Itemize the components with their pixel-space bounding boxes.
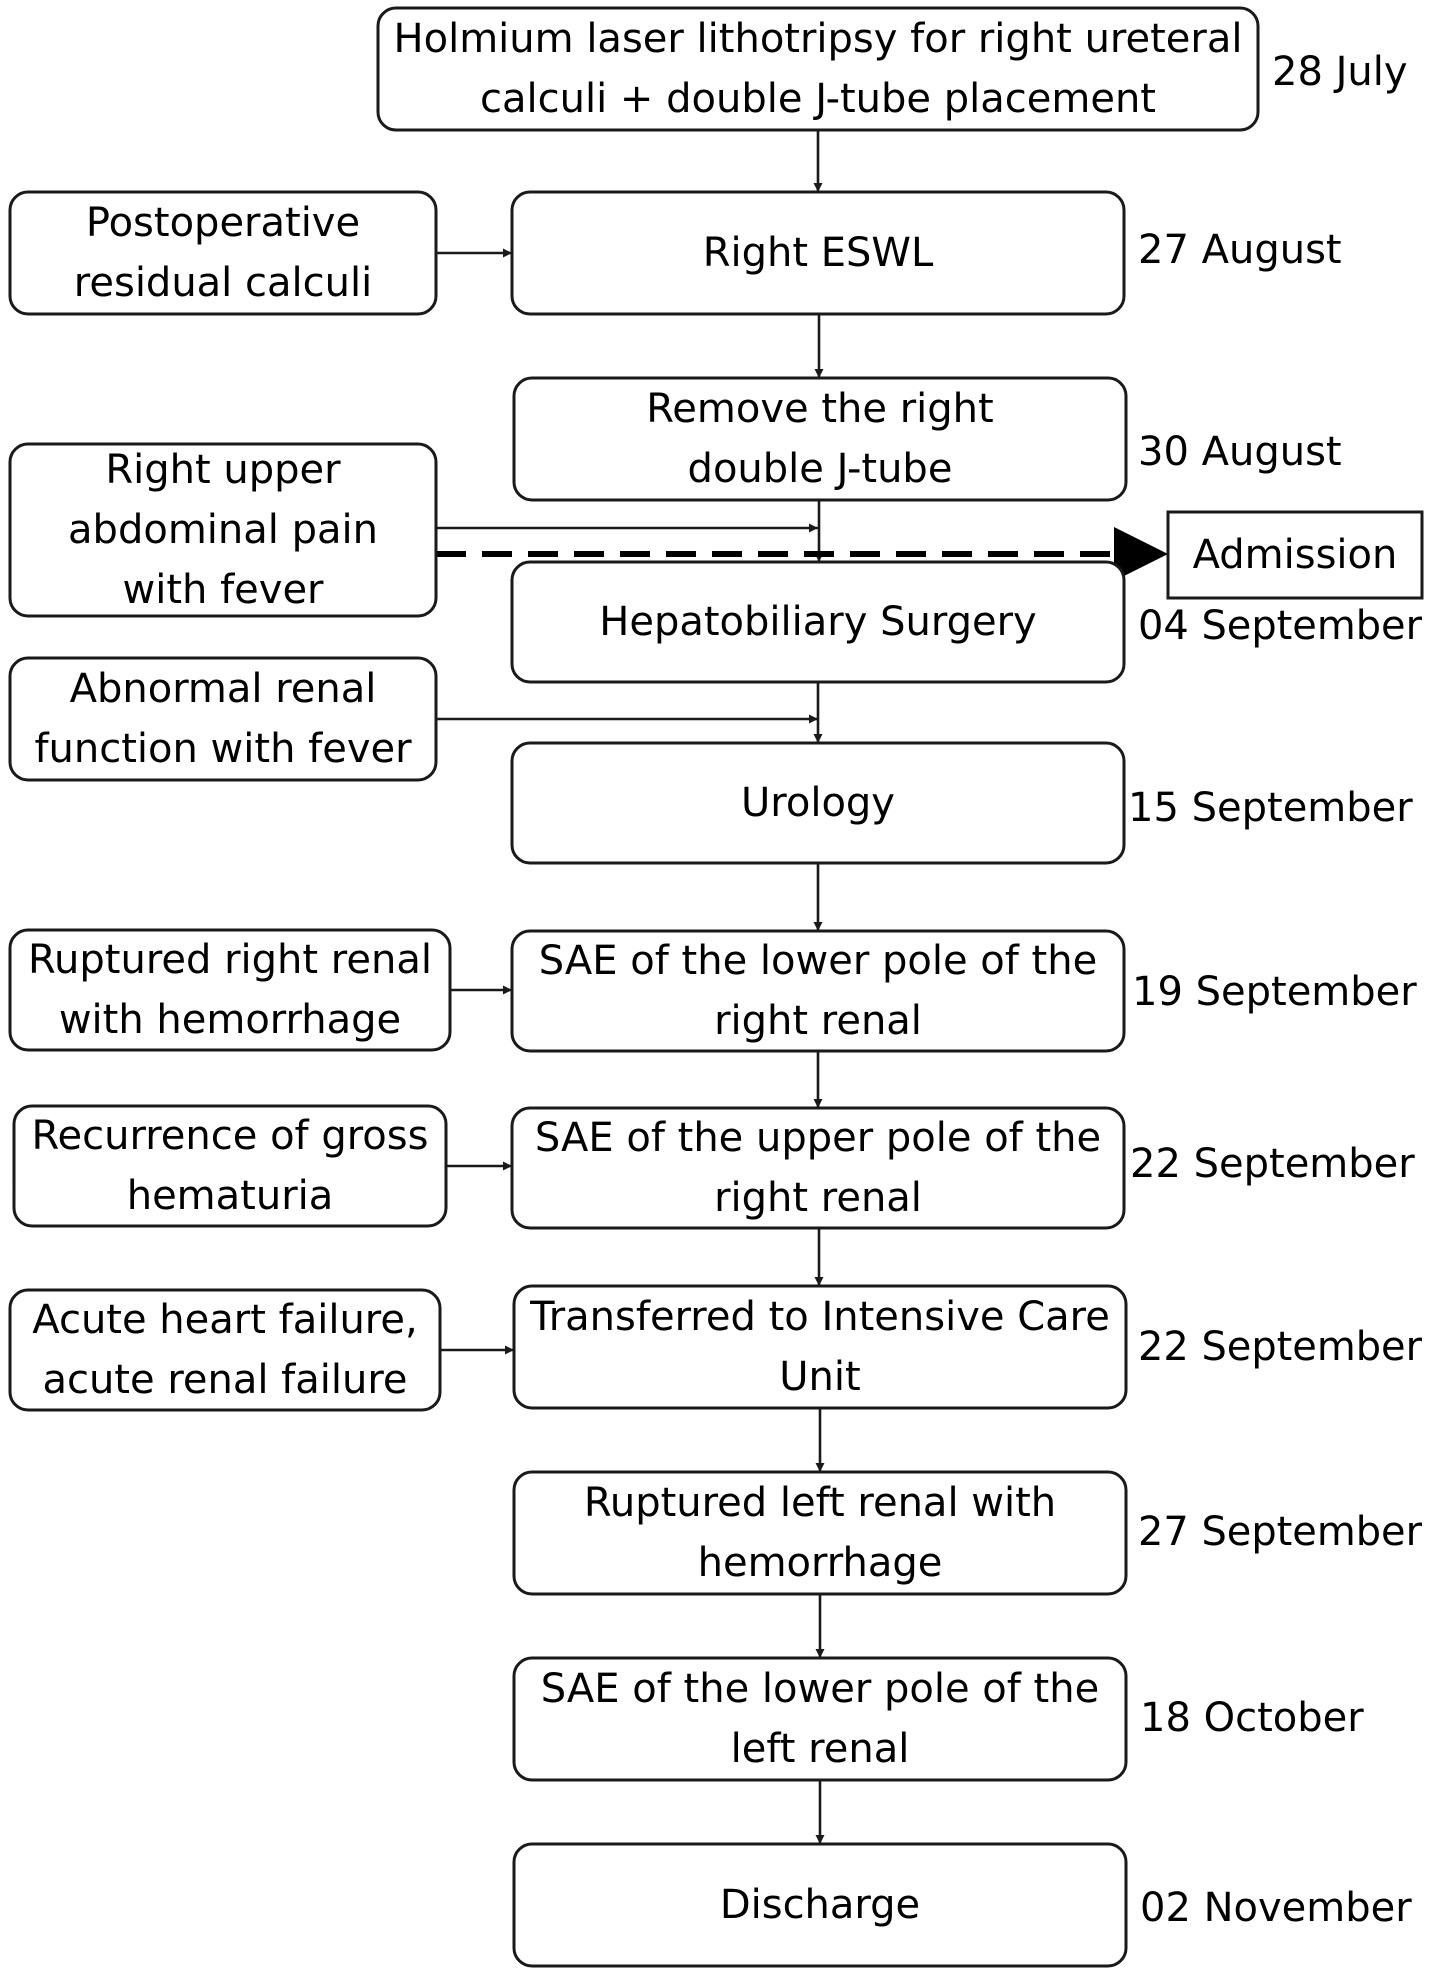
step-3-box: Remove the right double J-tube — [512, 376, 1128, 502]
step-3-box-line-2: double J-tube — [688, 446, 953, 492]
step-1-box-line-1: Holmium laser lithotripsy for right uret… — [394, 16, 1243, 62]
step-4-box-frame — [510, 560, 1126, 684]
step-11-box-frame — [512, 1842, 1128, 1968]
side-event-6-box-line-2: acute renal failure — [42, 1357, 407, 1403]
step-5-box: Urology — [510, 741, 1126, 865]
step-5-box-frame — [510, 741, 1126, 865]
step-4-box-line-1: Hepatobiliary Surgery — [599, 599, 1036, 645]
side-event-2-box-frame — [8, 442, 438, 618]
step-8-date: 22 September — [1138, 1324, 1423, 1370]
side-event-3-box-line-1: Abnormal renal — [70, 666, 377, 712]
step-6-box-line-1: SAE of the lower pole of the — [539, 938, 1097, 984]
side-event-3-box-line-2: function with fever — [34, 726, 412, 772]
step-7-box-line-2: right renal — [714, 1175, 922, 1221]
side-event-2-box: Right upper abdominal pain with fever — [8, 442, 438, 618]
step-6-box-line-2: right renal — [714, 998, 922, 1044]
side-event-4-box-line-2: with hemorrhage — [59, 997, 401, 1043]
step-10-box: SAE of the lower pole of the left renal — [512, 1656, 1128, 1782]
side-event-4-box: Ruptured right renal with hemorrhage — [8, 928, 452, 1052]
step-11-box: Discharge — [512, 1842, 1128, 1968]
step-9-box-frame — [512, 1470, 1128, 1596]
side-event-5-box-line-1: Recurrence of gross — [32, 1113, 429, 1159]
step-7-box: SAE of the upper pole of the right renal — [510, 1106, 1126, 1230]
side-event-2-box-line-2: abdominal pain — [68, 507, 378, 553]
step-9-box: Ruptured left renal with hemorrhage — [512, 1470, 1128, 1596]
side-event-6-box: Acute heart failure, acute renal failure — [8, 1288, 442, 1412]
step-1-box: Holmium laser lithotripsy for right uret… — [376, 6, 1260, 132]
step-8-box-line-1: Transferred to Intensive Care — [529, 1294, 1110, 1340]
step-9-date: 27 September — [1138, 1509, 1423, 1555]
flow-boxes: Holmium laser lithotripsy for right uret… — [8, 6, 1424, 1968]
side-event-1-box: Postoperative residual calculi — [8, 190, 438, 316]
step-6-date: 19 September — [1132, 969, 1417, 1015]
step-9-box-line-1: Ruptured left renal with — [584, 1480, 1056, 1526]
step-1-box-frame — [376, 6, 1260, 132]
admission-frame — [1166, 510, 1424, 600]
side-event-5-box: Recurrence of gross hematuria — [12, 1104, 448, 1228]
admission-label: Admission — [1193, 532, 1398, 578]
side-event-4-box-frame — [8, 928, 452, 1052]
step-5-box-line-1: Urology — [741, 780, 895, 826]
step-8-box-frame — [512, 1284, 1128, 1410]
step-6-box: SAE of the lower pole of the right renal — [510, 929, 1126, 1053]
step-6-box-frame — [510, 929, 1126, 1053]
side-event-5-box-line-2: hematuria — [127, 1173, 334, 1219]
step-10-box-line-1: SAE of the lower pole of the — [541, 1666, 1099, 1712]
step-3-box-line-1: Remove the right — [646, 386, 993, 432]
step-4-date: 04 September — [1138, 603, 1423, 649]
side-event-4-box-line-1: Ruptured right renal — [28, 937, 432, 983]
step-7-date: 22 September — [1130, 1141, 1415, 1187]
step-3-date: 30 August — [1138, 429, 1342, 475]
side-event-2-box-line-3: with fever — [123, 567, 325, 613]
step-3-box-frame — [512, 376, 1128, 502]
step-1-box-line-2: calculi + double J-tube placement — [480, 76, 1156, 122]
step-11-box-line-1: Discharge — [720, 1882, 920, 1928]
side-event-3-box: Abnormal renal function with fever — [8, 656, 438, 782]
side-event-5-box-frame — [12, 1104, 448, 1228]
step-1-date: 28 July — [1272, 49, 1408, 95]
step-10-box-line-2: left renal — [731, 1726, 910, 1772]
step-2-box-frame — [510, 190, 1126, 316]
step-10-date: 18 October — [1140, 1695, 1364, 1741]
step-9-box-line-2: hemorrhage — [698, 1540, 943, 1586]
step-11-date: 02 November — [1140, 1885, 1412, 1931]
step-2-box-line-1: Right ESWL — [703, 230, 934, 276]
connectors — [436, 130, 1168, 1844]
side-event-3-box-frame — [8, 656, 438, 782]
date-labels: 28 July 27 August 30 August 04 September 15 … — [1128, 49, 1423, 1931]
admission-box: Admission — [1166, 510, 1424, 600]
side-event-6-box-line-1: Acute heart failure, — [32, 1297, 417, 1343]
step-4-box: Hepatobiliary Surgery — [510, 560, 1126, 684]
step-7-box-frame — [510, 1106, 1126, 1230]
step-2-box: Right ESWL — [510, 190, 1126, 316]
side-event-6-box-frame — [8, 1288, 442, 1412]
step-10-box-frame — [512, 1656, 1128, 1782]
step-5-date: 15 September — [1128, 785, 1413, 831]
side-event-1-box-line-2: residual calculi — [74, 260, 372, 306]
step-8-box-line-2: Unit — [779, 1354, 860, 1400]
side-event-1-box-line-1: Postoperative — [86, 200, 360, 246]
side-event-2-box-line-1: Right upper — [105, 447, 341, 493]
side-event-1-box-frame — [8, 190, 438, 316]
step-7-box-line-1: SAE of the upper pole of the — [535, 1115, 1101, 1161]
step-2-date: 27 August — [1138, 227, 1342, 273]
